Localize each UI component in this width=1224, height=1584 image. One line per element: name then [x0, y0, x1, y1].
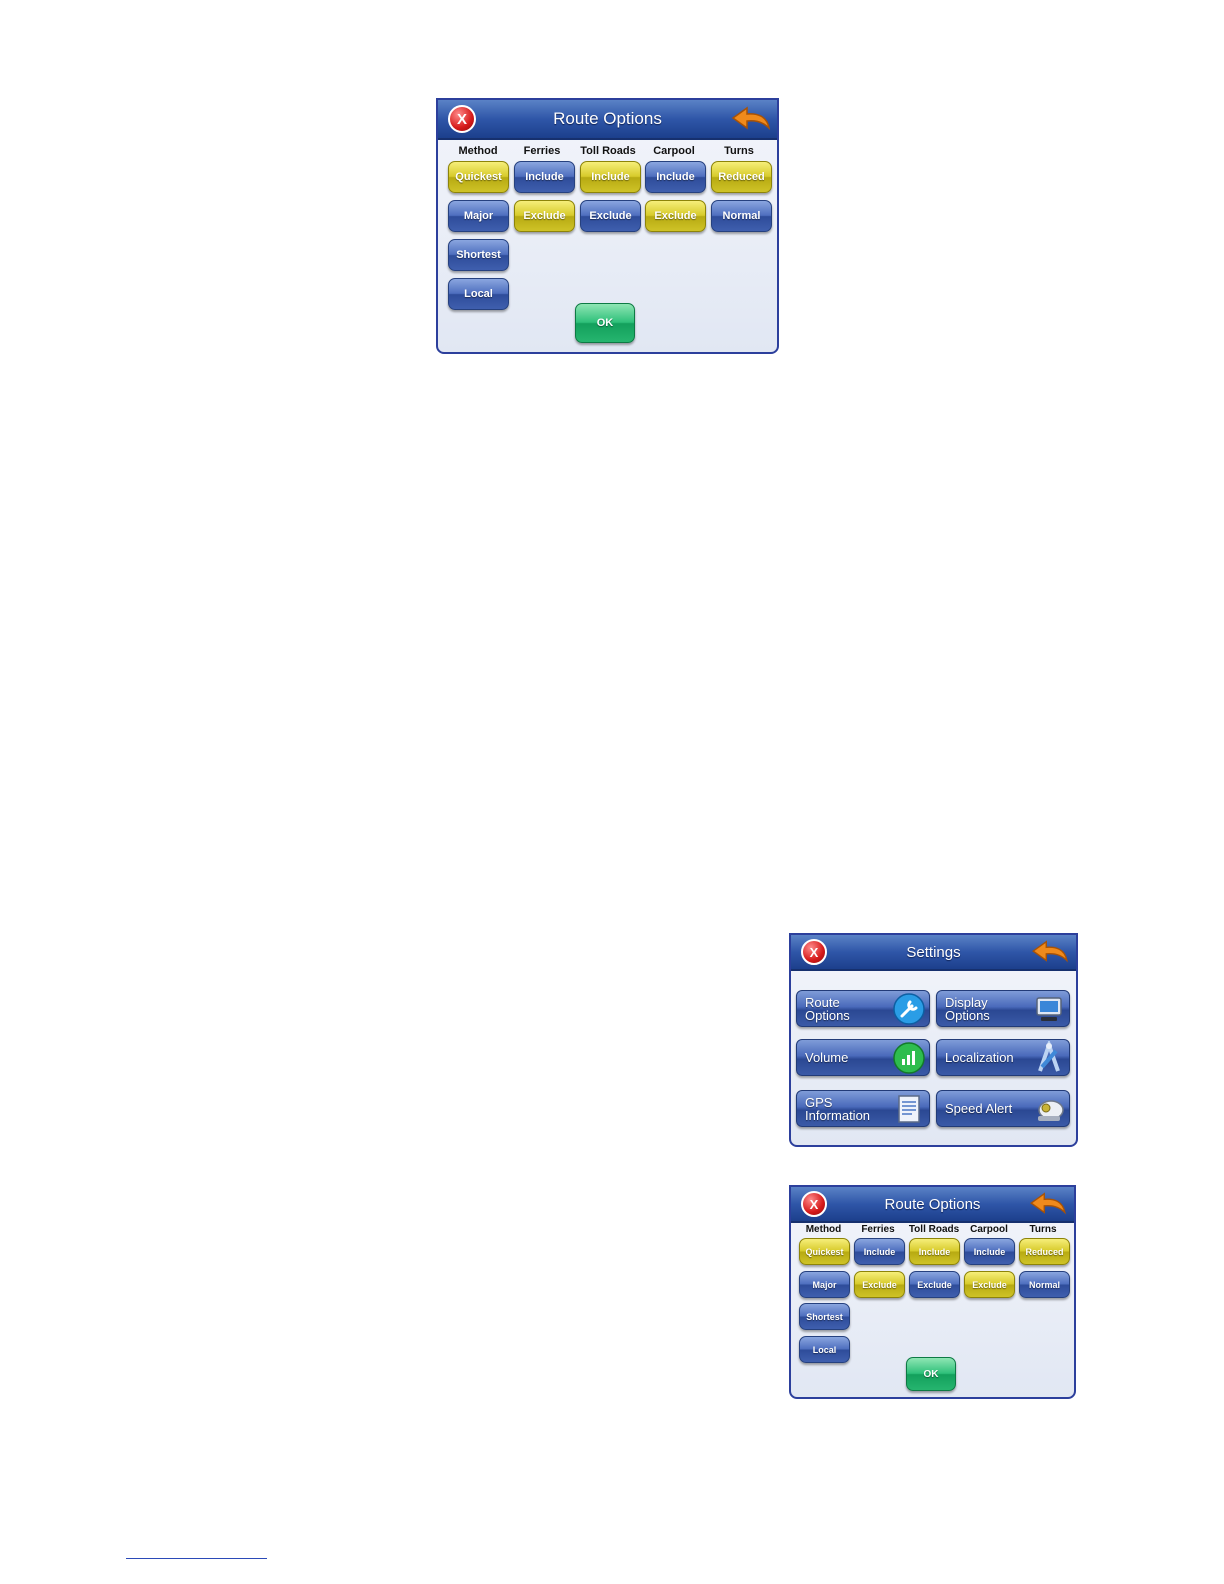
- button-label: GPS Information: [805, 1094, 871, 1123]
- ferries-exclude-button[interactable]: Exclude: [854, 1271, 905, 1298]
- button-label: Speed Alert: [945, 1101, 1013, 1116]
- toll-roads-exclude-button[interactable]: Exclude: [580, 200, 641, 232]
- method-quickest-button[interactable]: Quickest: [448, 161, 509, 193]
- back-arrow-icon[interactable]: [729, 104, 773, 134]
- method-shortest-button[interactable]: Shortest: [448, 239, 509, 271]
- turns-reduced-button[interactable]: Reduced: [1019, 1238, 1070, 1265]
- ok-button[interactable]: OK: [906, 1357, 956, 1391]
- close-button[interactable]: X: [801, 1191, 827, 1217]
- carpool-exclude-button[interactable]: Exclude: [645, 200, 706, 232]
- display-options-button[interactable]: Display Options: [936, 990, 1070, 1027]
- route-options-panel: Route Options X Method Ferries Toll Road…: [436, 98, 779, 354]
- wrench-icon: [891, 992, 927, 1026]
- panel-title: Settings: [906, 943, 961, 961]
- document-icon: [891, 1092, 927, 1126]
- column-header-ferries: Ferries: [861, 1224, 895, 1235]
- localization-button[interactable]: Localization: [936, 1039, 1070, 1076]
- method-quickest-button[interactable]: Quickest: [799, 1238, 850, 1265]
- panel-title: Route Options: [553, 109, 662, 128]
- speed-alert-button[interactable]: Speed Alert: [936, 1090, 1070, 1127]
- column-header-turns: Turns: [724, 145, 754, 157]
- close-button[interactable]: X: [448, 105, 476, 133]
- carpool-exclude-button[interactable]: Exclude: [964, 1271, 1015, 1298]
- button-label: Volume: [805, 1050, 849, 1065]
- back-arrow-icon[interactable]: [1026, 1190, 1070, 1218]
- method-local-button[interactable]: Local: [799, 1336, 850, 1363]
- ferries-include-button[interactable]: Include: [514, 161, 575, 193]
- panel-title: Route Options: [884, 1195, 981, 1213]
- button-label: Display Options: [945, 994, 990, 1023]
- carpool-include-button[interactable]: Include: [964, 1238, 1015, 1265]
- gps-information-button[interactable]: GPS Information: [796, 1090, 930, 1127]
- ferries-exclude-button[interactable]: Exclude: [514, 200, 575, 232]
- route-options-button[interactable]: Route Options: [796, 990, 930, 1027]
- method-shortest-button[interactable]: Shortest: [799, 1303, 850, 1330]
- titlebar: Route Options X: [791, 1187, 1074, 1223]
- column-header-toll-roads: Toll Roads: [908, 1224, 960, 1235]
- back-arrow-icon[interactable]: [1028, 938, 1072, 966]
- footnote-rule: [126, 1558, 267, 1559]
- volume-button[interactable]: Volume: [796, 1039, 930, 1076]
- ferries-include-button[interactable]: Include: [854, 1238, 905, 1265]
- column-header-toll-roads: Toll Roads: [580, 145, 636, 157]
- ok-button[interactable]: OK: [575, 303, 635, 343]
- speed-camera-icon: [1031, 1092, 1067, 1126]
- toll-roads-include-button[interactable]: Include: [580, 161, 641, 193]
- toll-roads-exclude-button[interactable]: Exclude: [909, 1271, 960, 1298]
- method-local-button[interactable]: Local: [448, 278, 509, 310]
- column-header-carpool: Carpool: [653, 145, 695, 157]
- method-major-button[interactable]: Major: [448, 200, 509, 232]
- column-header-carpool: Carpool: [970, 1224, 1008, 1235]
- column-header-turns: Turns: [1029, 1224, 1057, 1235]
- compass-tools-icon: [1031, 1041, 1067, 1075]
- column-header-method: Method: [458, 145, 498, 157]
- titlebar: Route Options X: [438, 100, 777, 140]
- column-header-ferries: Ferries: [523, 145, 561, 157]
- volume-bars-icon: [891, 1041, 927, 1075]
- toll-roads-include-button[interactable]: Include: [909, 1238, 960, 1265]
- method-major-button[interactable]: Major: [799, 1271, 850, 1298]
- turns-normal-button[interactable]: Normal: [711, 200, 772, 232]
- monitor-icon: [1031, 992, 1067, 1026]
- turns-reduced-button[interactable]: Reduced: [711, 161, 772, 193]
- column-header-method: Method: [805, 1224, 842, 1235]
- settings-panel: Settings X Route Options Display Options…: [789, 933, 1078, 1147]
- turns-normal-button[interactable]: Normal: [1019, 1271, 1070, 1298]
- button-label: Route Options: [805, 994, 850, 1023]
- close-button[interactable]: X: [801, 939, 827, 965]
- carpool-include-button[interactable]: Include: [645, 161, 706, 193]
- button-label: Localization: [945, 1050, 1014, 1065]
- titlebar: Settings X: [791, 935, 1076, 971]
- route-options-panel-small: Route Options X Method Ferries Toll Road…: [789, 1185, 1076, 1399]
